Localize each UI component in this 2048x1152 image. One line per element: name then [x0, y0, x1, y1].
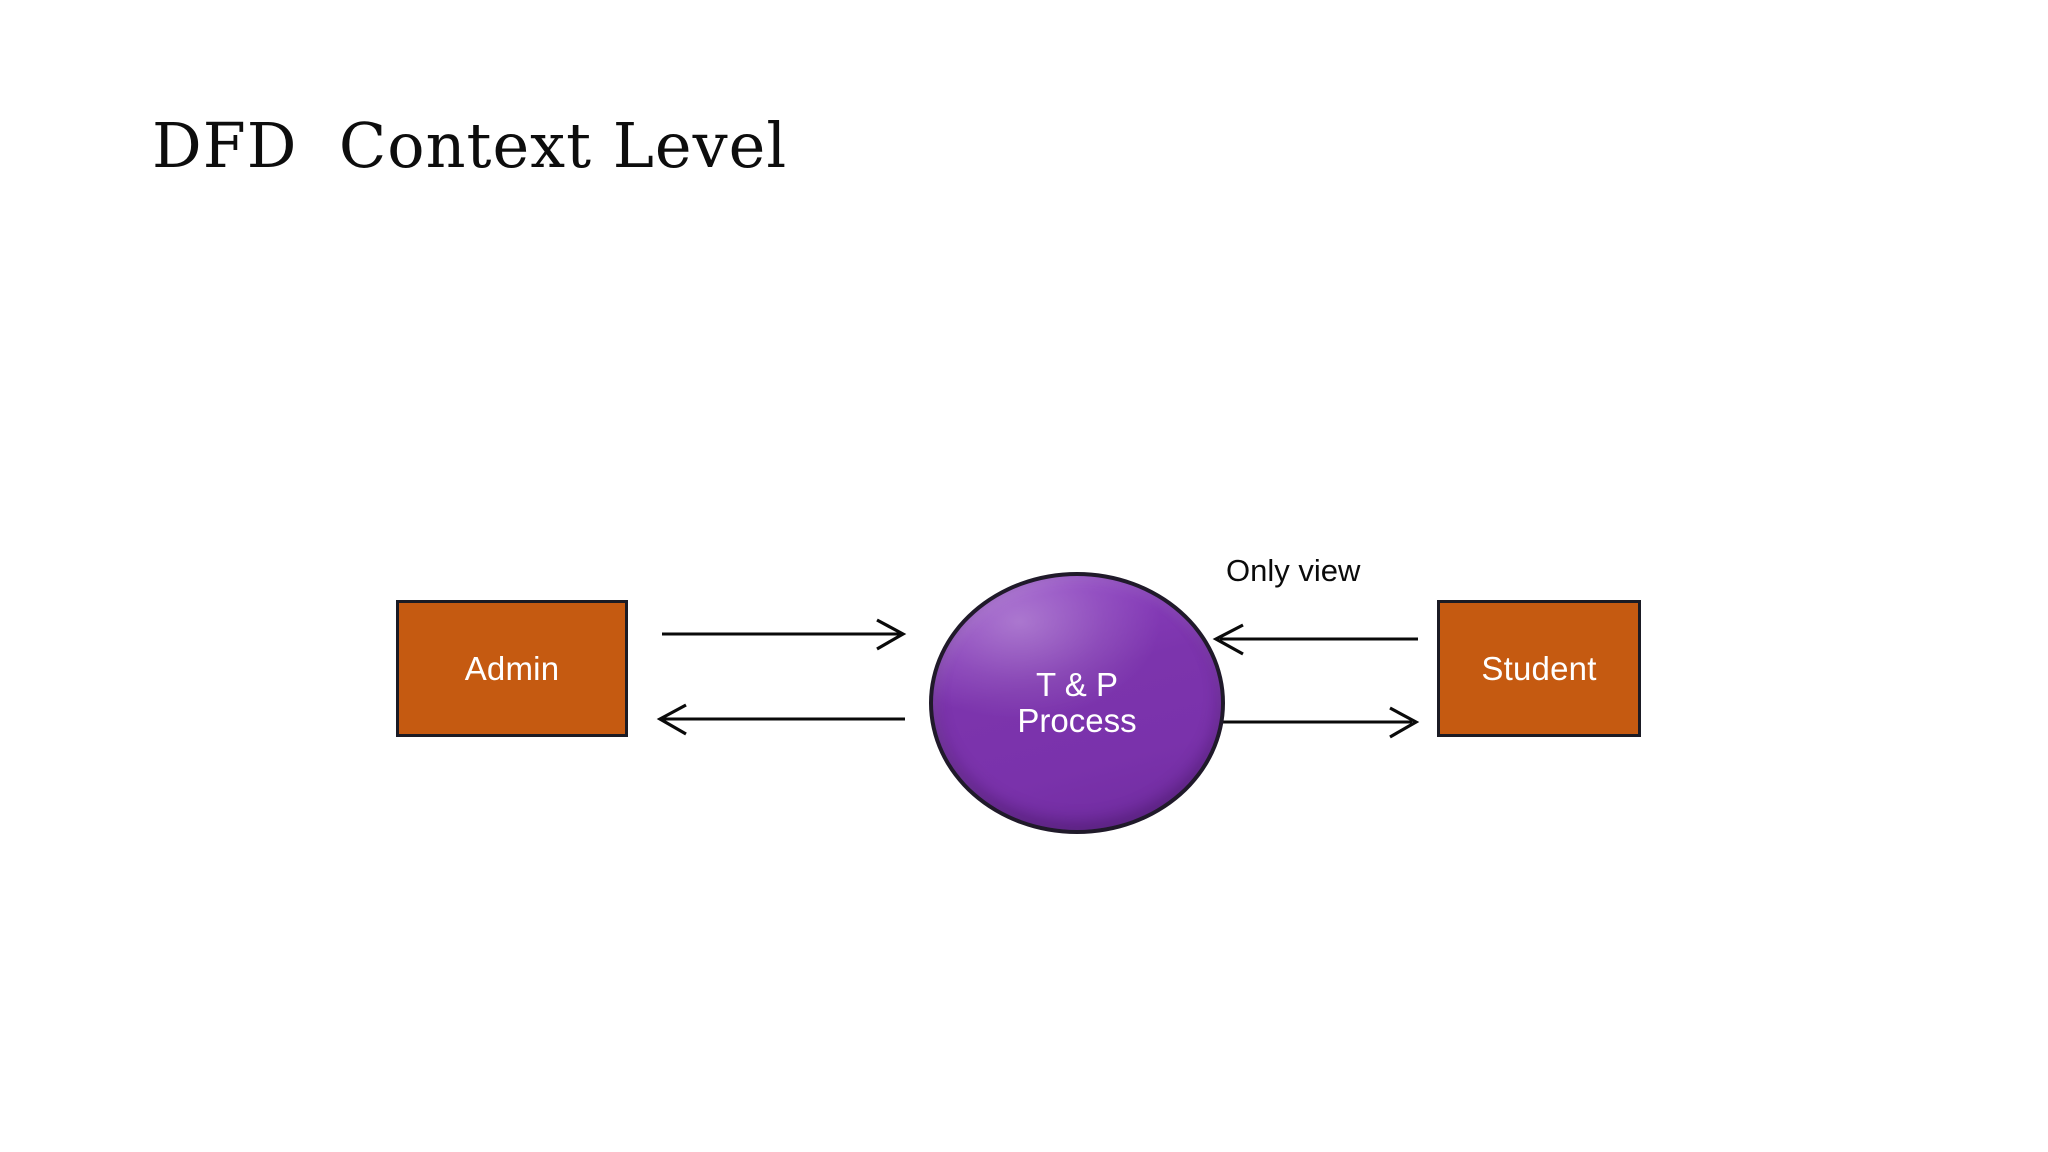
flow-arrow-admin-to-process	[662, 618, 907, 651]
process-tp-label-line2: Process	[1017, 702, 1137, 739]
flow-arrow-student-to-process	[1212, 623, 1418, 656]
entity-student[interactable]: Student	[1437, 600, 1641, 737]
process-tp-label-line1: T & P	[1036, 666, 1118, 704]
flow-arrow-process-to-student	[1218, 706, 1420, 739]
flow-label-only-view: Only view	[1226, 553, 1361, 588]
entity-admin[interactable]: Admin	[396, 600, 628, 737]
process-tp[interactable]: T & P Process	[929, 572, 1225, 834]
entity-admin-label: Admin	[464, 650, 560, 687]
entity-student-label: Student	[1481, 650, 1597, 687]
flow-arrow-process-to-admin	[656, 703, 905, 736]
page-title: DFD Context Level	[152, 109, 788, 182]
